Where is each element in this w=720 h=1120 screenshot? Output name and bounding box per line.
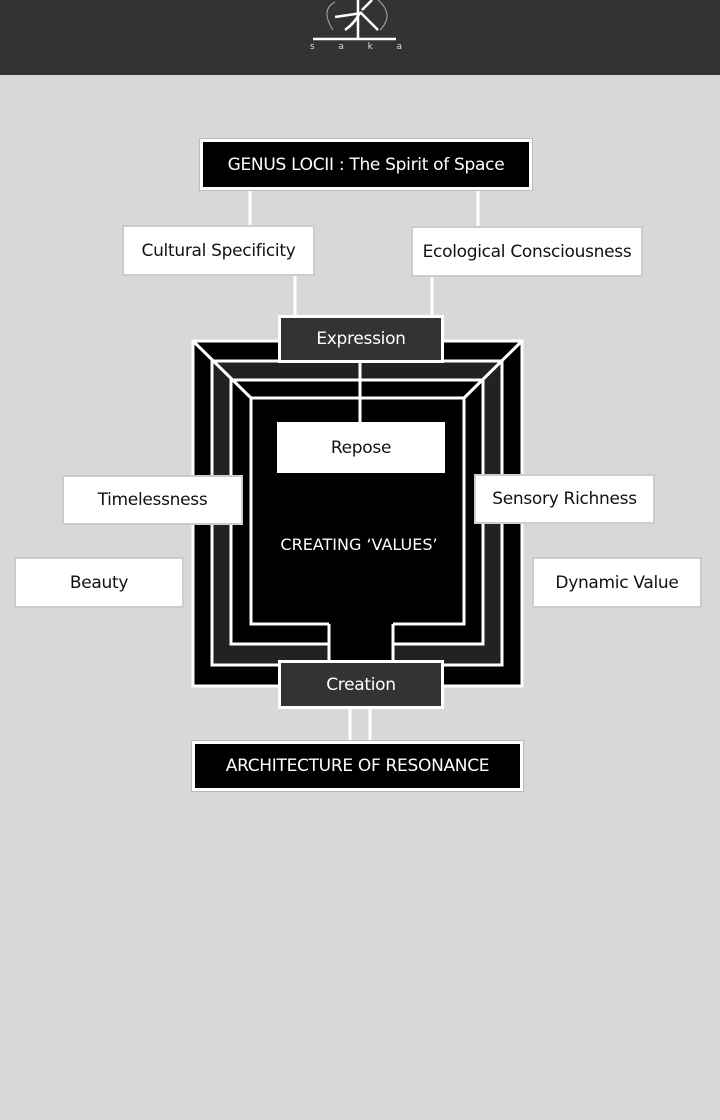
- header: s a k a: [0, 0, 720, 75]
- expression-box: Expression: [278, 315, 444, 363]
- creating-values-label: CREATING ‘VALUES’: [280, 535, 438, 554]
- beauty-box: Beauty: [14, 557, 184, 608]
- sensory-richness-box: Sensory Richness: [474, 474, 655, 524]
- ecological-consciousness-box: Ecological Consciousness: [411, 226, 643, 277]
- creation-box: Creation: [278, 660, 444, 709]
- logo-letter: k: [367, 42, 373, 52]
- architecture-of-resonance-box: ARCHITECTURE OF RESONANCE: [191, 740, 524, 792]
- logo-letter: a: [396, 42, 402, 52]
- repose-box: Repose: [277, 422, 445, 473]
- genus-locii-box: GENUS LOCII : The Spirit of Space: [199, 138, 533, 191]
- timelessness-box: Timelessness: [62, 475, 243, 525]
- logo-letter: a: [338, 42, 344, 52]
- dynamic-value-box: Dynamic Value: [532, 557, 702, 608]
- logo-letter: s: [310, 42, 315, 52]
- logo-wordmark: s a k a: [310, 42, 402, 52]
- saka-logo-icon: [313, 0, 396, 41]
- cultural-specificity-box: Cultural Specificity: [122, 225, 315, 276]
